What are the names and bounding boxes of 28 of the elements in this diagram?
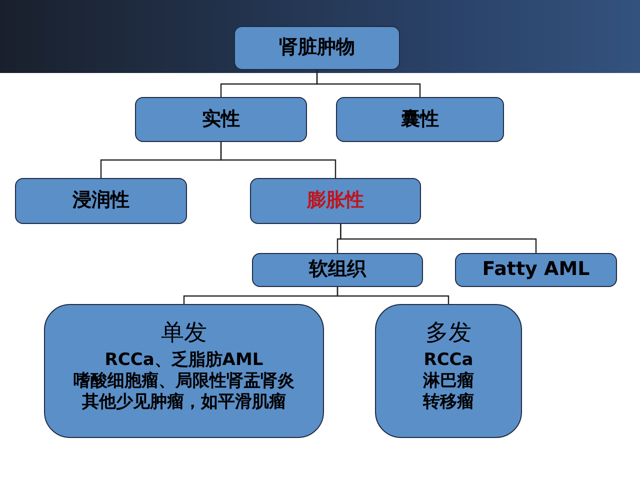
- category-box: [252, 253, 423, 287]
- category-box: [135, 97, 307, 142]
- connector-line: [220, 142, 336, 178]
- box-text: 淋巴瘤: [423, 371, 474, 392]
- category-box: [44, 304, 324, 438]
- box-text: 浸润性: [72, 189, 130, 213]
- category-box: [375, 304, 522, 438]
- box-text: 转移瘤: [423, 392, 474, 414]
- box-heading: 单发: [161, 319, 207, 348]
- box-text: RCCa、乏脂肪AML: [104, 350, 264, 371]
- category-box: [15, 178, 187, 224]
- connector-line: [316, 70, 421, 97]
- box-text: RCCa: [424, 350, 474, 371]
- category-box: [455, 253, 617, 287]
- box-text: 实性: [202, 108, 240, 132]
- connector-line: [336, 287, 450, 304]
- category-box: [336, 97, 504, 142]
- box-text: Fatty AML: [482, 258, 590, 282]
- connector-line: [340, 224, 537, 253]
- box-text: 肾脏肿物: [279, 36, 355, 60]
- box-text: 其他少见肿瘤，如平滑肌瘤: [82, 392, 286, 414]
- box-text: 软组织: [309, 258, 366, 282]
- box-text: 囊性: [401, 108, 439, 132]
- box-text: 嗜酸细胞瘤、局限性肾盂肾炎: [74, 371, 294, 392]
- box-text: 膨胀性: [307, 189, 364, 213]
- category-box: [234, 26, 400, 70]
- box-heading: 多发: [426, 319, 472, 348]
- category-box: [250, 178, 421, 224]
